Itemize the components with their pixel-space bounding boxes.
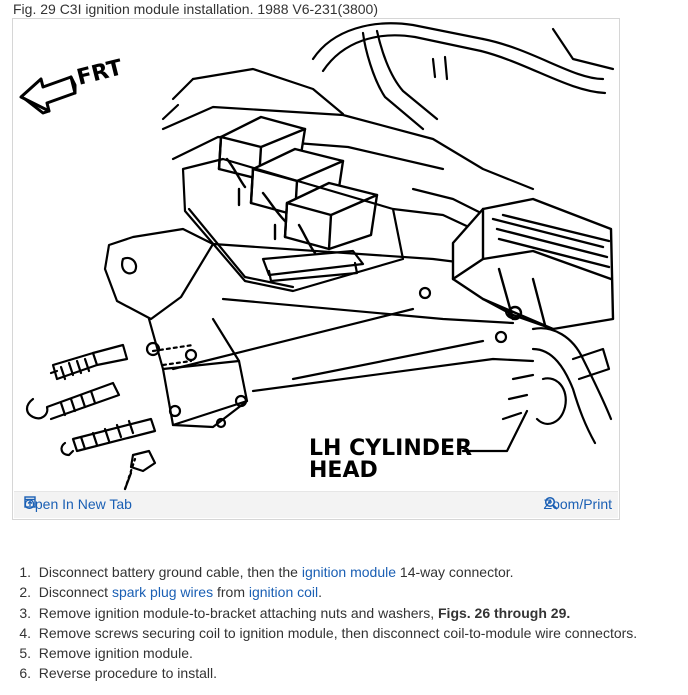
step-item: 4. Remove screws securing coil to igniti… [0,623,637,643]
open-in-new-tab-label: Open In New Tab [24,496,132,512]
step-item: 5. Remove ignition module. [0,643,637,663]
figure-toolbar: Open In New Tab Zoom/Print [14,491,618,518]
open-in-new-tab-link[interactable]: Open In New Tab [24,496,132,512]
step-text: . [318,584,323,601]
callout-line2: HEAD [309,458,378,483]
open-tab-icon [24,496,36,508]
step-number: 3. [19,604,31,621]
step-item: 6. Reverse procedure to install. [0,663,637,683]
step-text: Remove screws securing coil to ignition … [38,624,638,641]
step-text: Disconnect [38,584,112,601]
step-number: 1. [19,564,31,580]
step-text: Reverse procedure to install. [38,665,217,682]
step-number: 6. [19,665,31,682]
callout-line1: LH CYLINDER [309,436,472,461]
step-text: 14-way connector. [396,564,514,580]
engine-illustration: FRT [19,22,615,491]
ignition-coil-link[interactable]: ignition coil [248,584,319,601]
spark-plug-wires-link[interactable]: spark plug wires [111,584,214,601]
figure-frame: FRT [12,18,620,520]
procedure-steps: 1. Disconnect battery ground cable, then… [0,562,637,684]
front-arrow-icon [19,75,77,115]
step-item: 2. Disconnect spark plug wires from igni… [0,582,637,602]
step-text: Disconnect battery ground cable, then th… [38,564,302,580]
zoom-print-label: Zoom/Print [543,496,612,512]
zoom-icon [544,496,558,510]
figure-reference: Figs. 26 through 29. [438,604,571,621]
step-text: Remove ignition module. [38,645,193,662]
ignition-module-link[interactable]: ignition module [301,564,397,580]
step-number: 4. [19,624,31,641]
zoom-print-link[interactable]: Zoom/Print [544,496,612,512]
step-text: Remove ignition module-to-bracket attach… [38,604,438,621]
step-item: 3. Remove ignition module-to-bracket att… [0,603,637,623]
step-item: 1. Disconnect battery ground cable, then… [0,562,637,582]
figure-caption: Fig. 29 C3I ignition module installation… [13,1,379,17]
frt-label: FRT [74,55,125,90]
step-number: 5. [19,645,31,662]
step-text: from [213,584,249,601]
step-number: 2. [19,584,31,601]
